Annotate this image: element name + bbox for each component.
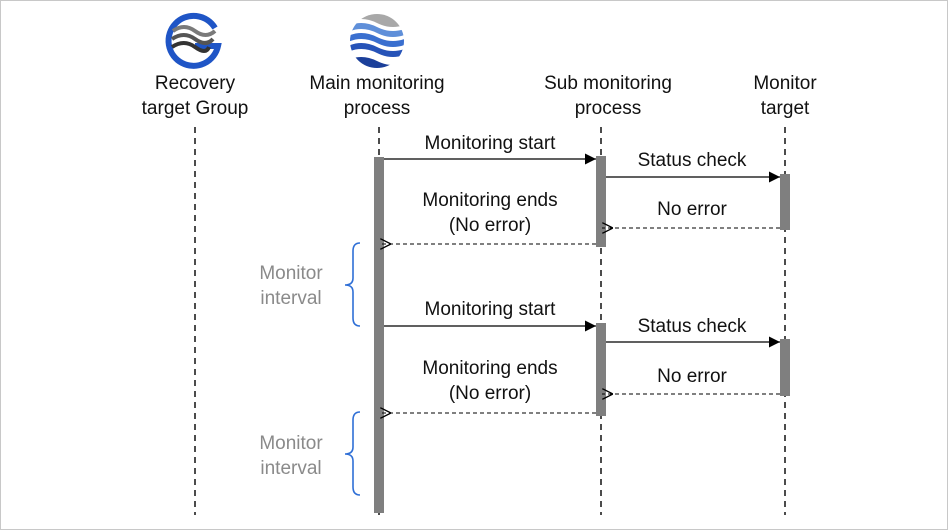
- monitoring-ends-sublabel-2: (No error): [449, 383, 531, 404]
- monitor-target-activation-2: [780, 339, 790, 396]
- sub-process-label-line2: process: [575, 98, 642, 119]
- status-check-label-2: Status check: [638, 316, 747, 337]
- monitor-interval-brace-1: [344, 242, 361, 327]
- monitoring-ends-sublabel-1: (No error): [449, 215, 531, 236]
- monitoring-start-label-1: Monitoring start: [425, 133, 557, 154]
- sub-process-activation-1: [596, 156, 606, 247]
- main-process-label-line2: process: [344, 98, 411, 119]
- monitor-interval-brace-2: [344, 411, 361, 496]
- monitoring-start-label-2: Monitoring start: [425, 299, 557, 320]
- monitor-interval-sublabel-2: interval: [260, 458, 321, 479]
- recovery-group-logo-icon: [165, 12, 222, 69]
- main-process-activation: [374, 157, 384, 513]
- monitor-interval-label-1: Monitor: [259, 263, 323, 284]
- sub-process-label-line1: Sub monitoring: [544, 73, 672, 94]
- no-error-label-1: No error: [657, 199, 727, 220]
- monitor-target-label-line1: Monitor: [753, 73, 817, 94]
- sub-process-activation-2: [596, 323, 606, 416]
- monitor-interval-sublabel-1: interval: [260, 288, 321, 309]
- recovery-group-label-line2: target Group: [142, 98, 249, 119]
- status-check-label-1: Status check: [638, 150, 747, 171]
- monitor-target-activation-1: [780, 174, 790, 230]
- monitor-interval-label-2: Monitor: [259, 433, 323, 454]
- main-process-label-line1: Main monitoring: [309, 73, 444, 94]
- no-error-label-2: No error: [657, 366, 727, 387]
- monitoring-process-globe-icon: [350, 14, 404, 68]
- recovery-group-label-line1: Recovery: [155, 73, 236, 94]
- monitoring-ends-label-2: Monitoring ends: [422, 358, 557, 379]
- monitor-target-label-line2: target: [761, 98, 810, 119]
- monitoring-ends-label-1: Monitoring ends: [422, 190, 557, 211]
